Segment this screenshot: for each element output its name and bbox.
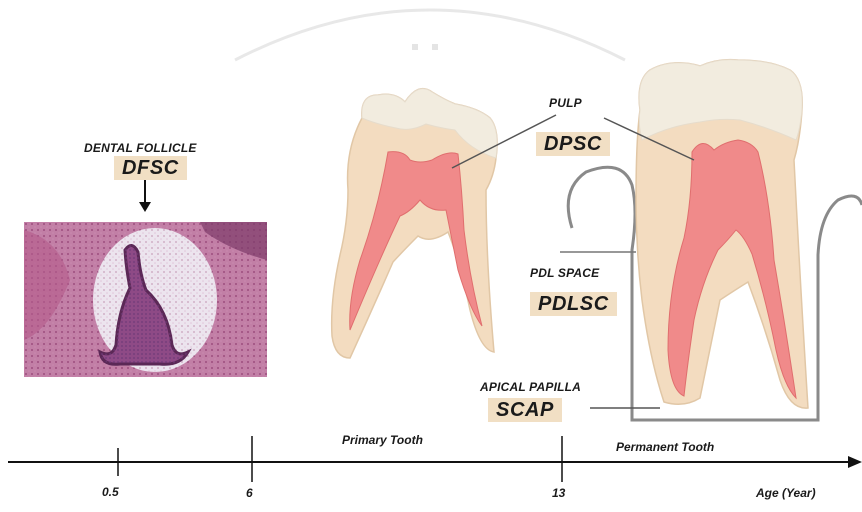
timeline-arrow-head bbox=[848, 456, 862, 468]
tick-label-6: 6 bbox=[246, 486, 253, 500]
primary-tooth-period-label: Primary Tooth bbox=[342, 433, 423, 447]
pdl-space-label: PDL SPACE bbox=[530, 266, 599, 280]
permanent-tooth bbox=[568, 60, 862, 420]
tick-label-0-5: 0.5 bbox=[102, 485, 119, 499]
primary-tooth bbox=[332, 89, 497, 358]
dpsc-label: DPSC bbox=[536, 132, 610, 156]
histology-image bbox=[24, 222, 267, 377]
dental-follicle-label: DENTAL FOLLICLE bbox=[84, 141, 197, 155]
axis-label-age: Age (Year) bbox=[756, 486, 816, 500]
apical-papilla-label: APICAL PAPILLA bbox=[480, 380, 581, 394]
permanent-tooth-period-label: Permanent Tooth bbox=[616, 440, 714, 454]
pulp-label: PULP bbox=[549, 96, 582, 110]
dfsc-label: DFSC bbox=[114, 156, 187, 180]
background-dot bbox=[432, 44, 438, 50]
tick-label-13: 13 bbox=[552, 486, 565, 500]
pdlsc-label: PDLSC bbox=[530, 292, 617, 316]
background-dot bbox=[412, 44, 418, 50]
background-arc bbox=[235, 10, 625, 60]
scap-label: SCAP bbox=[488, 398, 562, 422]
dfsc-arrow-head bbox=[139, 202, 151, 212]
